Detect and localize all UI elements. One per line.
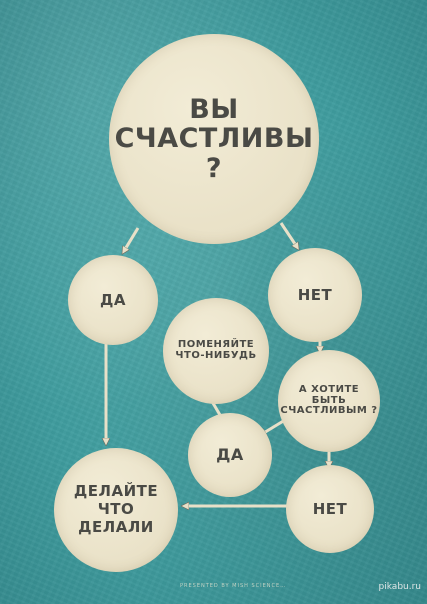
change-something-node: ПОМЕНЯЙТЕ ЧТО-НИБУДЬ <box>163 298 269 404</box>
node-text: А ХОТИТЕ <box>298 383 360 395</box>
yes-node-second: ДА <box>188 413 272 497</box>
node-text: ЧТО-НИБУДЬ <box>175 350 257 361</box>
node-text: ДА <box>216 445 244 465</box>
poster-credit: PRESENTED BY MISH SCIENCE… <box>180 583 287 589</box>
node-text: СЧАСТЛИВЫМ ? <box>280 405 378 417</box>
node-text: ВЫ <box>189 94 239 126</box>
no-node-second: НЕТ <box>286 465 374 553</box>
node-text: ДЕЛАЛИ <box>78 517 154 536</box>
site-watermark: pikabu.ru <box>378 582 421 592</box>
arrow-main-to-no <box>279 222 297 247</box>
node-text: СЧАСТЛИВЫ ? <box>114 123 314 184</box>
arrow-want-to-yes <box>262 418 286 434</box>
keep-doing-node: ДЕЛАЙТЕ ЧТО ДЕЛАЛИ <box>54 448 178 572</box>
node-text: НЕТ <box>312 499 348 518</box>
yes-node: ДА <box>68 255 158 345</box>
node-text: БЫТЬ <box>311 394 347 406</box>
node-text: НЕТ <box>297 285 333 304</box>
node-text: ДЕЛАЙТЕ <box>73 482 159 501</box>
question-happy-node: ВЫ СЧАСТЛИВЫ ? <box>109 34 319 244</box>
node-text: ДА <box>100 290 126 309</box>
arrow-main-to-yes <box>124 227 140 251</box>
no-node: НЕТ <box>268 248 362 342</box>
node-text: ПОМЕНЯЙТЕ <box>177 339 255 351</box>
node-text: ЧТО <box>97 500 135 519</box>
want-to-be-happy-node: А ХОТИТЕ БЫТЬ СЧАСТЛИВЫМ ? <box>278 350 380 452</box>
